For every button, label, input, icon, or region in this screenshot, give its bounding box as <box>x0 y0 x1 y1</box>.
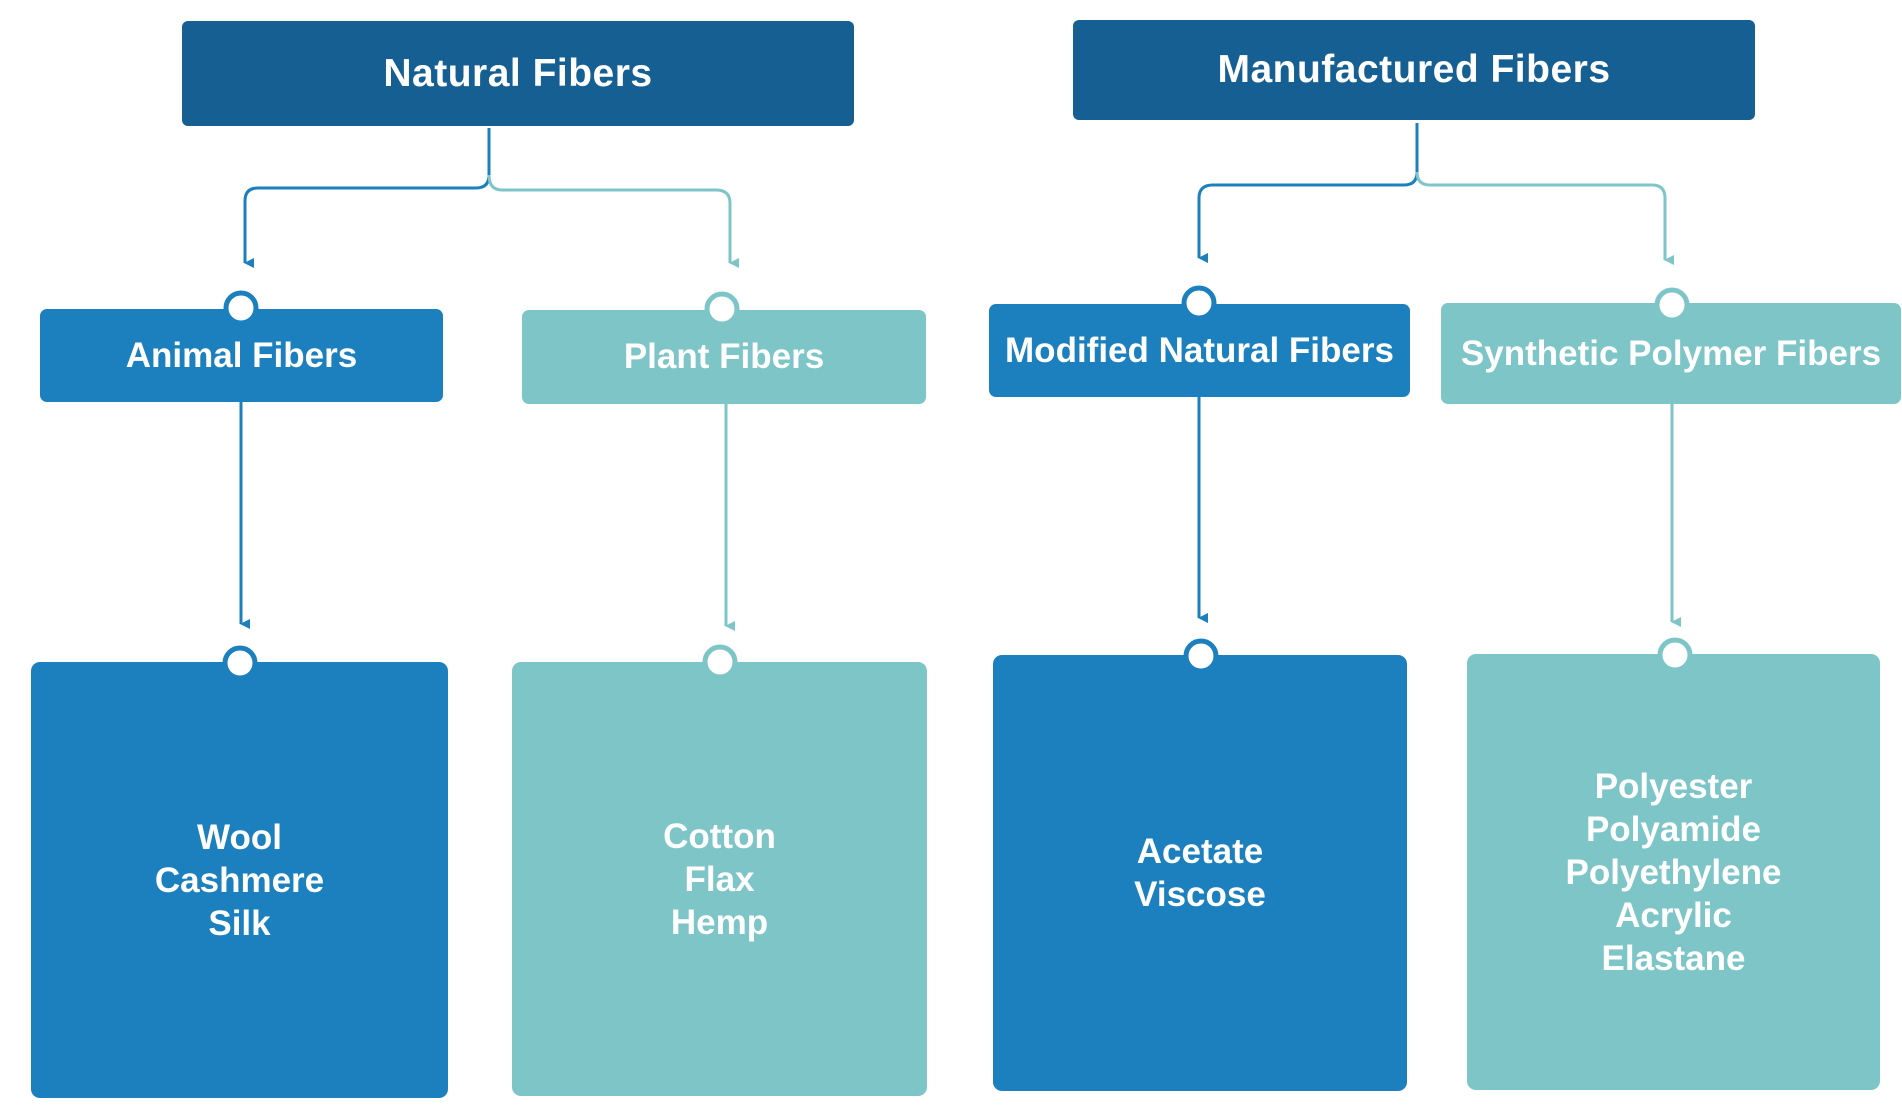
natural-fibers-box: Natural Fibers <box>182 21 854 126</box>
manufactured-fibers-box: Manufactured Fibers <box>1073 20 1755 120</box>
connector-dot <box>704 291 740 327</box>
list-item: Cotton <box>663 816 776 856</box>
list-item: Silk <box>208 903 271 943</box>
connector-dot <box>223 290 259 326</box>
list-item: Polyester <box>1594 766 1753 806</box>
connector-dot <box>1181 285 1217 321</box>
list-item: Cashmere <box>154 860 325 900</box>
modified-natural-fibers-label: Modified Natural Fibers <box>1005 330 1394 370</box>
plant-fibers-list: Cotton Flax Hemp <box>512 662 927 1096</box>
list-item: Flax <box>684 859 755 899</box>
animal-fibers-list: Wool Cashmere Silk <box>31 662 448 1098</box>
list-item: Polyethylene <box>1565 852 1782 892</box>
connector-dot <box>1654 287 1690 323</box>
modified-natural-fibers-list: Acetate Viscose <box>993 655 1407 1091</box>
connector-natural-to-plant <box>487 174 739 268</box>
list-item: Acetate <box>1136 832 1264 871</box>
list-item: Elastane <box>1601 938 1746 978</box>
list-item: Polyamide <box>1585 809 1762 849</box>
list-item: Viscose <box>1134 875 1266 914</box>
manufactured-fibers-title: Manufactured Fibers <box>1217 48 1611 91</box>
synthetic-polymer-fibers-label: Synthetic Polymer Fibers <box>1460 333 1882 373</box>
plant-fibers-label: Plant Fibers <box>623 337 825 376</box>
synthetic-polymer-fibers-list: Polyester Polyamide Polyethylene Acrylic… <box>1467 654 1880 1090</box>
list-item: Acrylic <box>1615 895 1732 935</box>
connector-manufactured-to-synthetic <box>1415 171 1674 265</box>
list-item: Wool <box>197 817 282 857</box>
connector-dot <box>702 644 738 680</box>
connector-dot <box>1183 638 1219 674</box>
list-item: Hemp <box>670 902 769 942</box>
connector-dot <box>1657 637 1693 673</box>
natural-fibers-title: Natural Fibers <box>383 51 653 95</box>
animal-fibers-label: Animal Fibers <box>125 335 358 375</box>
connector-dot <box>222 645 258 681</box>
